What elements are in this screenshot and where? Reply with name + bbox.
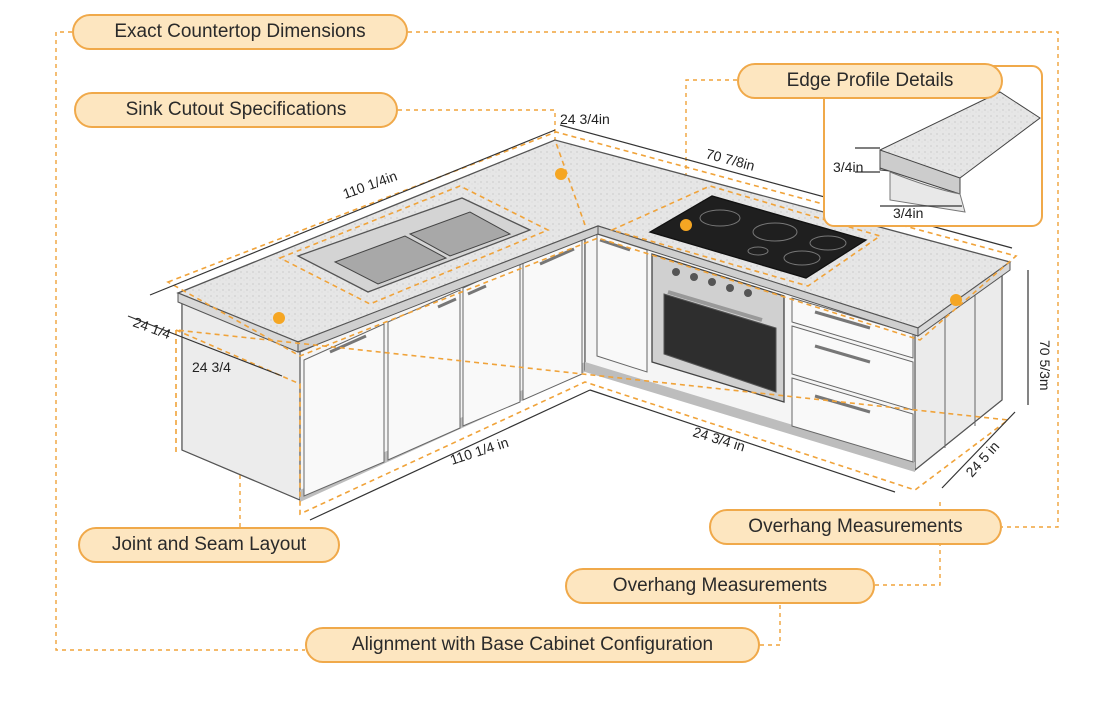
- dim-line-left-depth: [127, 315, 283, 377]
- drawer-handle-2: [814, 344, 871, 364]
- edge-thickness-label: 3/4in: [833, 159, 863, 175]
- oven-knob: [690, 273, 698, 281]
- dim-line-top-right: [559, 124, 1013, 249]
- callout-alignment[interactable]: Alignment with Base Cabinet Configuratio…: [305, 627, 760, 663]
- callout-joint-seam[interactable]: Joint and Seam Layout: [78, 527, 340, 563]
- sink-basin-2: [408, 211, 512, 257]
- frame-leader-right: [408, 31, 1059, 528]
- handle-2: [437, 297, 457, 309]
- oven-window: [663, 293, 777, 393]
- callout-overhang-1[interactable]: Overhang Measurements: [709, 509, 1002, 545]
- dim-top-depth: 24 3/4in: [560, 111, 610, 127]
- dim-bottom-length-left: 110 1/4 in: [448, 434, 510, 468]
- dim-line-bottom-right: [589, 389, 896, 493]
- callout-edge-profile[interactable]: Edge Profile Details: [737, 63, 1003, 99]
- alignment-leader: [760, 600, 781, 646]
- dim-bottom-length-right: 24 3/4 in: [691, 424, 747, 455]
- callout-overhang-2[interactable]: Overhang Measurements: [565, 568, 875, 604]
- burner-4: [783, 250, 821, 266]
- burner-3: [809, 235, 847, 251]
- marker-dot: [555, 168, 567, 180]
- dim-line-right-depth: [941, 411, 1016, 489]
- handle-4: [539, 247, 575, 266]
- drawer-handle-3: [814, 394, 871, 414]
- burner-1: [699, 209, 741, 227]
- base-alignment-guide: [175, 329, 1011, 516]
- oven-knob: [744, 289, 752, 297]
- oven-handle: [667, 290, 763, 322]
- oven-knob: [708, 278, 716, 286]
- cooktop: [648, 195, 868, 279]
- marker-dot: [680, 219, 692, 231]
- dim-line-bottom-left: [309, 389, 591, 521]
- oven-knob: [672, 268, 680, 276]
- dim-top-length-right: 70 7/8in: [704, 145, 756, 173]
- dim-line-top-left: [149, 129, 556, 296]
- sink-basin-1: [333, 235, 448, 285]
- burner-2: [752, 222, 798, 242]
- callout-exact-dimensions[interactable]: Exact Countertop Dimensions: [72, 14, 408, 50]
- handle-3: [467, 284, 487, 296]
- door-2[interactable]: [387, 289, 461, 461]
- dim-left-depth-a: 24 1/4: [131, 314, 173, 342]
- dim-height: 70 5/3m: [1037, 340, 1053, 391]
- callout-sink-cutout[interactable]: Sink Cutout Specifications: [74, 92, 398, 128]
- drawer-handle-1: [814, 310, 871, 330]
- right-door-1[interactable]: [596, 233, 648, 373]
- door-3[interactable]: [462, 261, 521, 427]
- frame-leader-left: [55, 31, 305, 651]
- right-cabinet-plinth: [585, 362, 915, 472]
- burner-5: [747, 246, 769, 256]
- handle-1: [329, 334, 367, 354]
- edge-profile-detail: 3/4in 3/4in: [823, 65, 1043, 227]
- right-handle-1: [599, 238, 631, 252]
- door-1[interactable]: [303, 323, 385, 497]
- edge-overhang-label: 3/4in: [893, 205, 923, 221]
- marker-dot: [273, 312, 285, 324]
- sink-cutout-guide: [278, 185, 550, 305]
- oven-knob: [726, 284, 734, 292]
- marker-dot: [950, 294, 962, 306]
- countertop-left-edge: [177, 292, 299, 353]
- countertop-outline-guide: [166, 131, 1018, 357]
- seam-guide: [554, 139, 586, 226]
- dim-left-depth-b: 24 3/4: [192, 359, 231, 375]
- dim-right-depth: 24 5 in: [962, 438, 1002, 480]
